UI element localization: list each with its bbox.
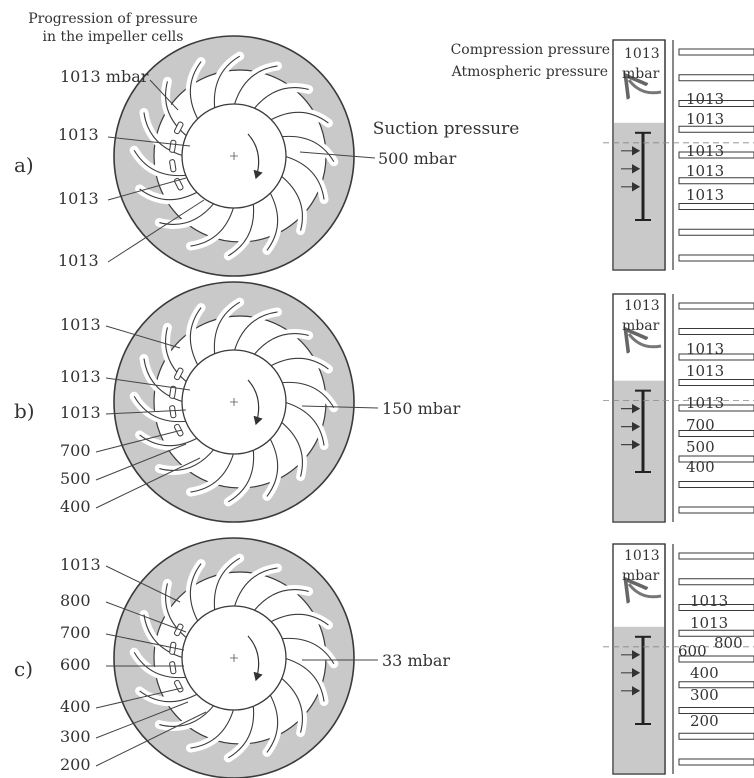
side-value: 1013 [690, 614, 728, 632]
impeller-b [114, 282, 354, 522]
side-value: 600 [678, 642, 707, 660]
side-plate [679, 229, 754, 235]
side-value: 1013 [690, 592, 728, 610]
side-plate [679, 579, 754, 585]
side-value: 1013 [686, 90, 724, 108]
side-plate [679, 255, 754, 261]
side-plate [679, 49, 754, 55]
suction-pressure-label: Suction pressure [373, 119, 520, 139]
side-top-unit: mbar [622, 568, 660, 584]
row-label: c) [14, 657, 33, 681]
cell-value-label: 1013 [60, 403, 101, 422]
cell-value-label: 1013 [58, 251, 99, 270]
cell-value-label: 1013 [58, 189, 99, 208]
side-value: 800 [714, 634, 743, 652]
impeller-a [114, 36, 354, 276]
cell-value-label: 700 [60, 441, 91, 460]
cell-value-label: 500 [60, 469, 91, 488]
side-top-unit: mbar [622, 318, 660, 334]
compression-pressure-label: Compression pressure [451, 42, 610, 58]
side-liquid-fill [614, 123, 664, 269]
cell-value-label: 600 [60, 655, 91, 674]
side-plate [679, 482, 754, 488]
side-value: 400 [686, 458, 715, 476]
side-value: 500 [686, 438, 715, 456]
suction-value-label: 33 mbar [382, 651, 450, 670]
side-plate [679, 75, 754, 81]
cell-value-label: 400 [60, 697, 91, 716]
side-value: 1013 [686, 186, 724, 204]
side-plate [679, 329, 754, 335]
cell-value-label: 1013 mbar [60, 67, 149, 86]
side-value: 300 [690, 686, 719, 704]
row-label: b) [14, 399, 35, 423]
atmospheric-pressure-label: Atmospheric pressure [451, 64, 608, 80]
side-plate [679, 303, 754, 309]
side-top-number: 1013 [624, 548, 660, 564]
side-value: 1013 [686, 110, 724, 128]
header-title-line2: in the impeller cells [43, 29, 184, 45]
row-label: a) [14, 153, 34, 177]
side-plate [679, 733, 754, 739]
side-plate [679, 380, 754, 386]
side-value: 700 [686, 416, 715, 434]
side-value: 1013 [686, 162, 724, 180]
cell-value-label: 1013 [60, 555, 101, 574]
suction-value-label: 150 mbar [382, 399, 461, 418]
cell-value-label: 300 [60, 727, 91, 746]
side-value: 1013 [686, 142, 724, 160]
side-value: 1013 [686, 362, 724, 380]
impeller-c [114, 538, 354, 778]
cell-value-label: 1013 [58, 125, 99, 144]
side-value: 400 [690, 664, 719, 682]
cell-value-label: 1013 [60, 315, 101, 334]
side-value: 1013 [686, 394, 724, 412]
side-liquid-fill [614, 381, 664, 521]
side-plate [679, 553, 754, 559]
suction-value-label: 500 mbar [378, 149, 457, 168]
side-plate [679, 507, 754, 513]
header-title-line1: Progression of pressure [28, 11, 198, 27]
cell-value-label: 200 [60, 755, 91, 774]
side-top-number: 1013 [624, 46, 660, 62]
cell-value-label: 1013 [60, 367, 101, 386]
side-plate [679, 204, 754, 210]
side-top-number: 1013 [624, 298, 660, 314]
side-plate [679, 759, 754, 765]
cell-value-label: 400 [60, 497, 91, 516]
side-top-unit: mbar [622, 66, 660, 82]
side-liquid-fill [614, 627, 664, 773]
side-value: 1013 [686, 340, 724, 358]
cell-value-label: 700 [60, 623, 91, 642]
cell-value-label: 800 [60, 591, 91, 610]
side-value: 200 [690, 712, 719, 730]
